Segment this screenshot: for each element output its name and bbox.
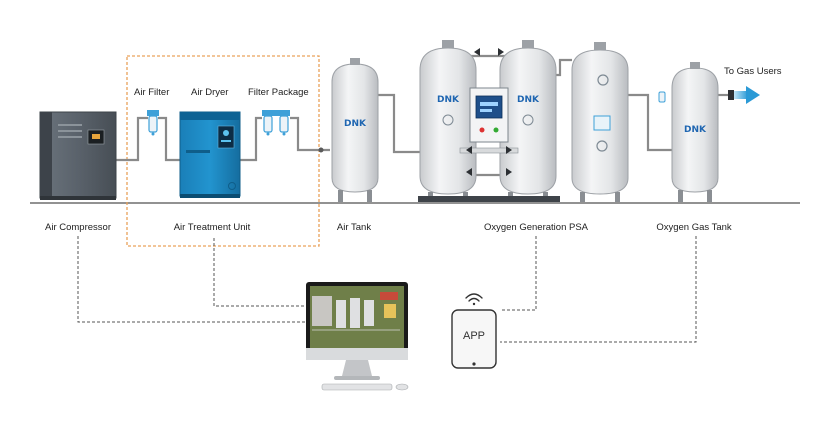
app-label: APP — [462, 330, 486, 342]
air-treatment-unit-label: Air Treatment Unit — [173, 222, 251, 233]
psa-valves — [466, 48, 512, 176]
psa-tank-left — [419, 40, 477, 202]
air-dryer-label: Air Dryer — [191, 87, 229, 98]
air-compressor — [39, 111, 117, 200]
dnk-logos: DNK DNK DNK DNK — [344, 95, 707, 135]
monitoring-lines — [77, 236, 697, 343]
air-filter-label: Air Filter — [134, 87, 170, 98]
air-tank — [318, 58, 379, 202]
dnk-logo: DNK — [684, 125, 707, 135]
air-dryer — [179, 111, 241, 198]
filter-package-label: Filter Package — [248, 87, 309, 98]
air-filter — [147, 110, 159, 136]
oxygen-generation-psa-label: Oxygen Generation PSA — [483, 222, 589, 233]
wifi-icon — [465, 293, 483, 306]
to-gas-users-label: To Gas Users — [724, 66, 782, 77]
filter-package — [262, 110, 290, 136]
psa-control-panel — [418, 87, 560, 202]
dnk-logo: DNK — [344, 119, 367, 129]
dnk-logo: DNK — [517, 95, 540, 105]
oxygen-gas-tank — [658, 62, 719, 202]
monitor — [306, 282, 409, 391]
oxygen-buffer-tank — [571, 42, 629, 202]
oxygen-gas-tank-label: Oxygen Gas Tank — [656, 222, 732, 233]
air-tank-label: Air Tank — [336, 222, 372, 233]
dnk-logo: DNK — [437, 95, 460, 105]
air-compressor-label: Air Compressor — [45, 222, 111, 233]
outlet-arrow-icon — [728, 86, 760, 104]
phone — [451, 309, 497, 369]
